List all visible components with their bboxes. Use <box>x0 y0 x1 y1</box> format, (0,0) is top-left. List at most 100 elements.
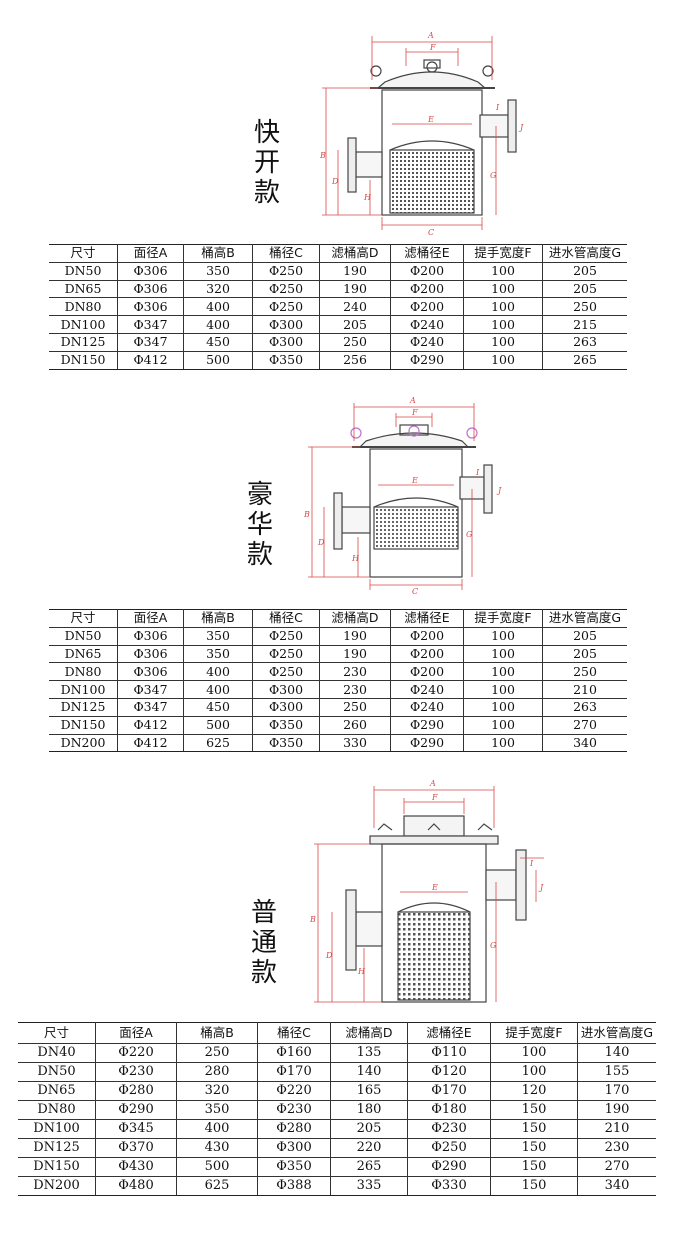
table-cell: Φ250 <box>252 297 320 317</box>
header-cell: 滤桶径E <box>390 244 464 263</box>
header-cell: 滤桶径E <box>407 1022 491 1044</box>
table-cell: DN100 <box>49 315 118 334</box>
table-cell: 150 <box>490 1138 578 1158</box>
header-row: 尺寸 面径A 桶高B 桶径C 滤桶高D 滤桶径E 提手宽度F 进水管高度G <box>49 609 627 628</box>
table-cell: 250 <box>176 1043 258 1063</box>
table-cell: Φ280 <box>257 1119 331 1139</box>
table-cell: 400 <box>183 662 253 682</box>
table-cell: 100 <box>463 734 543 753</box>
table-cell: 100 <box>463 698 543 717</box>
table-cell: Φ170 <box>257 1062 331 1082</box>
table-cell: DN125 <box>49 333 118 352</box>
table-cell: Φ230 <box>407 1119 491 1139</box>
table-cell: Φ290 <box>390 716 464 735</box>
table-cell: 350 <box>183 627 253 646</box>
dimension-label-H: H <box>357 967 366 976</box>
table-cell: 270 <box>577 1157 656 1177</box>
table-cell: 625 <box>183 734 253 753</box>
title-char: 豪 <box>246 480 273 510</box>
section-title: 豪 华 款 <box>240 480 280 570</box>
table-cell: 450 <box>183 698 253 717</box>
table-cell: Φ347 <box>117 698 184 717</box>
header-cell: 滤桶径E <box>390 609 464 628</box>
header-cell: 进水管高度G <box>542 244 627 263</box>
dimension-label-C: C <box>428 228 434 237</box>
table-cell: 205 <box>542 645 627 664</box>
table-cell: Φ250 <box>252 627 320 646</box>
table-cell: Φ345 <box>95 1119 177 1139</box>
table-cell: Φ290 <box>390 734 464 753</box>
table-cell: 240 <box>319 297 391 317</box>
table-cell: 100 <box>463 297 543 317</box>
table-cell: 500 <box>176 1157 258 1177</box>
table-cell: Φ250 <box>252 262 320 281</box>
dimension-label-G: G <box>490 941 497 950</box>
table-cell: 270 <box>542 716 627 735</box>
table-cell: Φ370 <box>95 1138 177 1158</box>
table-cell: 100 <box>463 627 543 646</box>
table-cell: 230 <box>577 1138 656 1158</box>
table-cell: 340 <box>542 734 627 753</box>
header-cell: 滤桶高D <box>319 609 391 628</box>
table-cell: DN100 <box>49 680 118 699</box>
table-cell: Φ388 <box>257 1176 331 1196</box>
table-cell: Φ290 <box>407 1157 491 1177</box>
table-cell: 155 <box>577 1062 656 1082</box>
table-cell: DN40 <box>18 1043 96 1063</box>
table-cell: 340 <box>577 1176 656 1196</box>
table-cell: 250 <box>319 333 391 352</box>
table-cell: DN65 <box>49 645 118 664</box>
table-cell: Φ160 <box>257 1043 331 1063</box>
dimension-label-H: H <box>351 554 360 563</box>
table-cell: Φ412 <box>117 351 184 370</box>
table-cell: 350 <box>183 262 253 281</box>
table-cell: 150 <box>490 1100 578 1120</box>
table-cell: DN50 <box>49 262 118 281</box>
table-cell: 400 <box>183 680 253 699</box>
table-cell: 150 <box>490 1119 578 1139</box>
table-cell: 215 <box>542 315 627 334</box>
dimension-label-B: B <box>320 151 326 160</box>
table-cell: 100 <box>490 1043 578 1063</box>
spec-table: 尺寸 面径A 桶高B 桶径C 滤桶高D 滤桶径E 提手宽度F 进水管高度G DN… <box>18 1022 656 1196</box>
table-cell: Φ110 <box>407 1043 491 1063</box>
table-cell: Φ412 <box>117 734 184 753</box>
table-cell: Φ200 <box>390 662 464 682</box>
table-cell: 330 <box>319 734 391 753</box>
dimension-label-E: E <box>427 115 434 124</box>
table-cell: 100 <box>463 716 543 735</box>
table-cell: 625 <box>176 1176 258 1196</box>
header-cell: 滤桶高D <box>330 1022 408 1044</box>
dimension-label-D: D <box>331 177 339 186</box>
table-cell: Φ230 <box>95 1062 177 1082</box>
table-cell: 350 <box>183 645 253 664</box>
table-cell: 250 <box>542 297 627 317</box>
header-cell: 进水管高度G <box>577 1022 656 1044</box>
dimension-label-I: I <box>529 859 534 868</box>
table-cell: 100 <box>463 262 543 281</box>
header-cell: 尺寸 <box>49 244 118 263</box>
table-cell: 265 <box>542 351 627 370</box>
table-cell: 190 <box>577 1100 656 1120</box>
title-char: 开 <box>253 148 280 178</box>
dimension-label-B: B <box>309 915 316 924</box>
table-cell: DN65 <box>18 1081 96 1101</box>
table-cell: DN80 <box>49 662 118 682</box>
header-cell: 尺寸 <box>18 1022 96 1044</box>
table-cell: 100 <box>463 680 543 699</box>
dimension-label-F: F <box>431 793 438 802</box>
header-cell: 桶径C <box>252 609 320 628</box>
table-cell: Φ300 <box>252 333 320 352</box>
dimension-label-J: J <box>538 883 544 892</box>
table-cell: 220 <box>330 1138 408 1158</box>
table-cell: 500 <box>183 351 253 370</box>
table-cell: Φ330 <box>407 1176 491 1196</box>
